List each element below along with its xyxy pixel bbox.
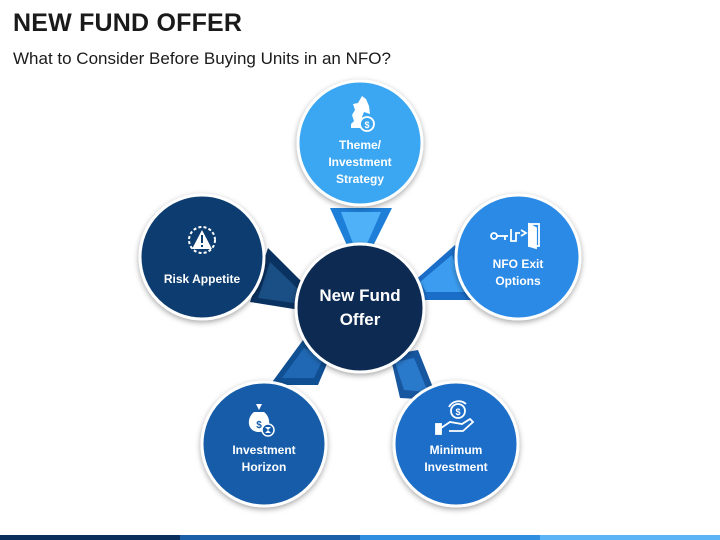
node-horizon-label: Investment Horizon: [232, 443, 296, 474]
node-theme-label: Theme/ Investment Strategy: [328, 138, 392, 186]
chess-knight-coin-icon: $: [351, 96, 375, 132]
svg-text:$: $: [364, 120, 369, 130]
node-theme-circle: [296, 79, 424, 207]
key-door-exit-icon: [490, 222, 540, 250]
center-circle: [294, 242, 426, 374]
hand-coin-icon: $: [435, 400, 475, 435]
node-horizon-circle: [200, 380, 328, 508]
connector-theme: [330, 208, 392, 252]
page-title: NEW FUND OFFER: [13, 9, 243, 37]
money-bag-hourglass-icon: $: [248, 404, 275, 437]
center-label: New Fund Offer: [319, 286, 401, 329]
warning-sun-icon: [188, 226, 216, 254]
node-minimum-label: Minimum Investment: [424, 443, 488, 474]
node-exit-circle: [454, 193, 582, 321]
node-risk-label: Risk Appetite: [163, 272, 241, 286]
svg-text:$: $: [455, 407, 460, 417]
node-risk-circle: [138, 193, 266, 321]
connector-minimum: [390, 350, 438, 400]
node-exit-label: NFO Exit Options: [492, 257, 544, 288]
bottom-accent-bar: [0, 535, 720, 540]
node-minimum-circle: [392, 380, 520, 508]
page-subtitle: What to Consider Before Buying Units in …: [13, 49, 391, 68]
svg-text:$: $: [256, 420, 262, 431]
